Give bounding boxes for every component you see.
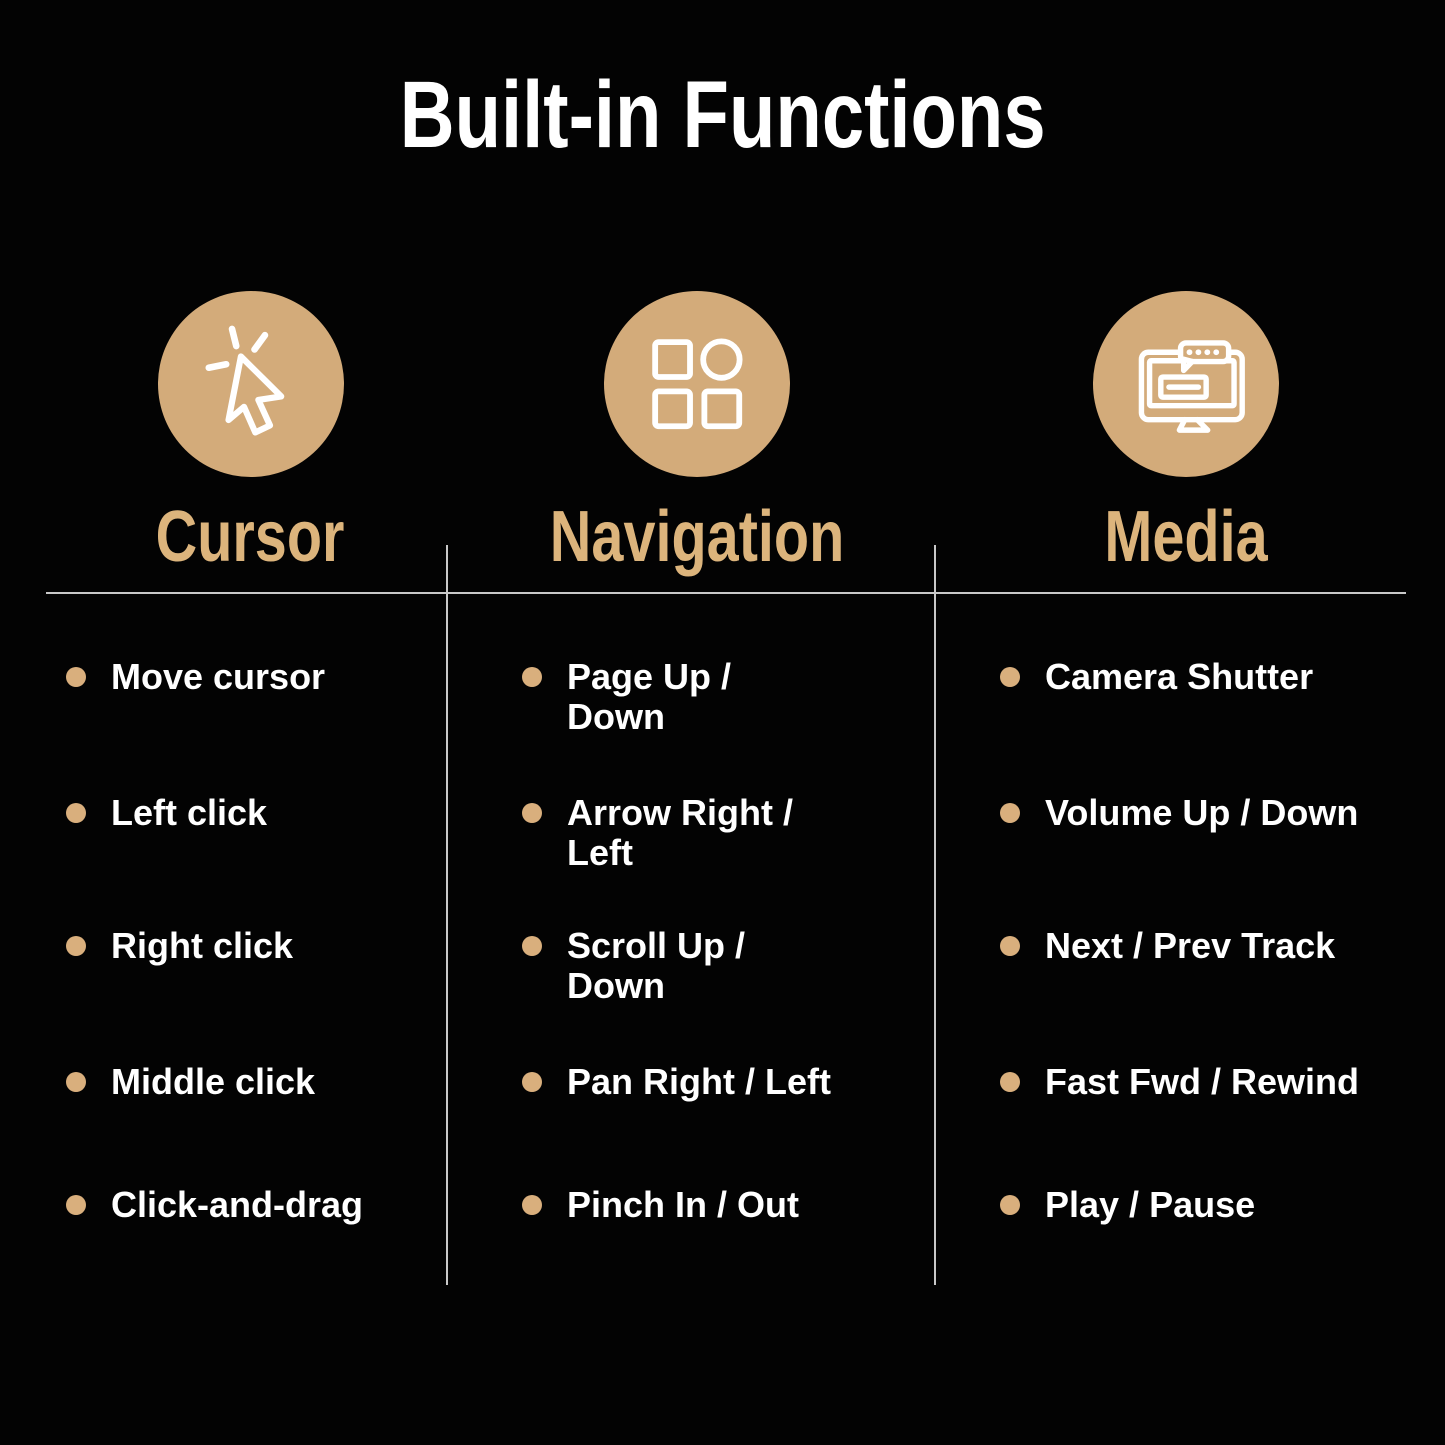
column-heading-cursor: Cursor	[155, 497, 345, 577]
list-item-camera-shutter: Camera Shutter	[1000, 657, 1313, 697]
list-item-middle-click: Middle click	[66, 1062, 315, 1102]
list-item-click-and-drag: Click-and-drag	[66, 1185, 363, 1225]
bullet-icon	[66, 1072, 86, 1092]
bullet-icon	[66, 803, 86, 823]
monitor-chat-icon	[1138, 340, 1245, 433]
bullet-icon	[66, 936, 86, 956]
column-divider-1	[446, 545, 448, 1285]
column-heading-navigation: Navigation	[549, 497, 845, 577]
cursor-click-icon	[205, 325, 285, 436]
bullet-icon	[1000, 1072, 1020, 1092]
bullet-icon	[522, 1072, 542, 1092]
list-item-next-prev-track: Next / Prev Track	[1000, 926, 1335, 966]
bullet-icon	[66, 1195, 86, 1215]
list-item-play-pause: Play / Pause	[1000, 1185, 1255, 1225]
list-item-right-click: Right click	[66, 926, 293, 966]
cursor-icon-badge	[158, 291, 344, 477]
list-item-pan-right-left: Pan Right / Left	[522, 1062, 831, 1102]
bullet-icon	[66, 667, 86, 687]
page-title: Built-in Functions	[399, 62, 1046, 168]
bullet-icon	[1000, 1195, 1020, 1215]
bullet-icon	[1000, 667, 1020, 687]
bullet-icon	[522, 936, 542, 956]
list-item-left-click: Left click	[66, 793, 267, 833]
list-item-fast-fwd-rewind: Fast Fwd / Rewind	[1000, 1062, 1359, 1102]
column-divider-2	[934, 545, 936, 1285]
bullet-icon	[522, 667, 542, 687]
list-item-pinch-in-out: Pinch In / Out	[522, 1185, 799, 1225]
list-item-scroll-up-down: Scroll Up / Down	[522, 926, 745, 1006]
bullet-icon	[522, 803, 542, 823]
bullet-icon	[1000, 803, 1020, 823]
list-item-move-cursor: Move cursor	[66, 657, 325, 697]
list-item-volume-up-down: Volume Up / Down	[1000, 793, 1358, 833]
bullet-icon	[522, 1195, 542, 1215]
list-item-page-up-down: Page Up / Down	[522, 657, 731, 737]
list-item-arrow-right-left: Arrow Right / Left	[522, 793, 793, 873]
app-grid-icon	[652, 338, 743, 430]
media-icon-badge	[1093, 291, 1279, 477]
navigation-icon-badge	[604, 291, 790, 477]
column-heading-media: Media	[1104, 497, 1268, 577]
heading-underline	[46, 592, 1406, 594]
bullet-icon	[1000, 936, 1020, 956]
